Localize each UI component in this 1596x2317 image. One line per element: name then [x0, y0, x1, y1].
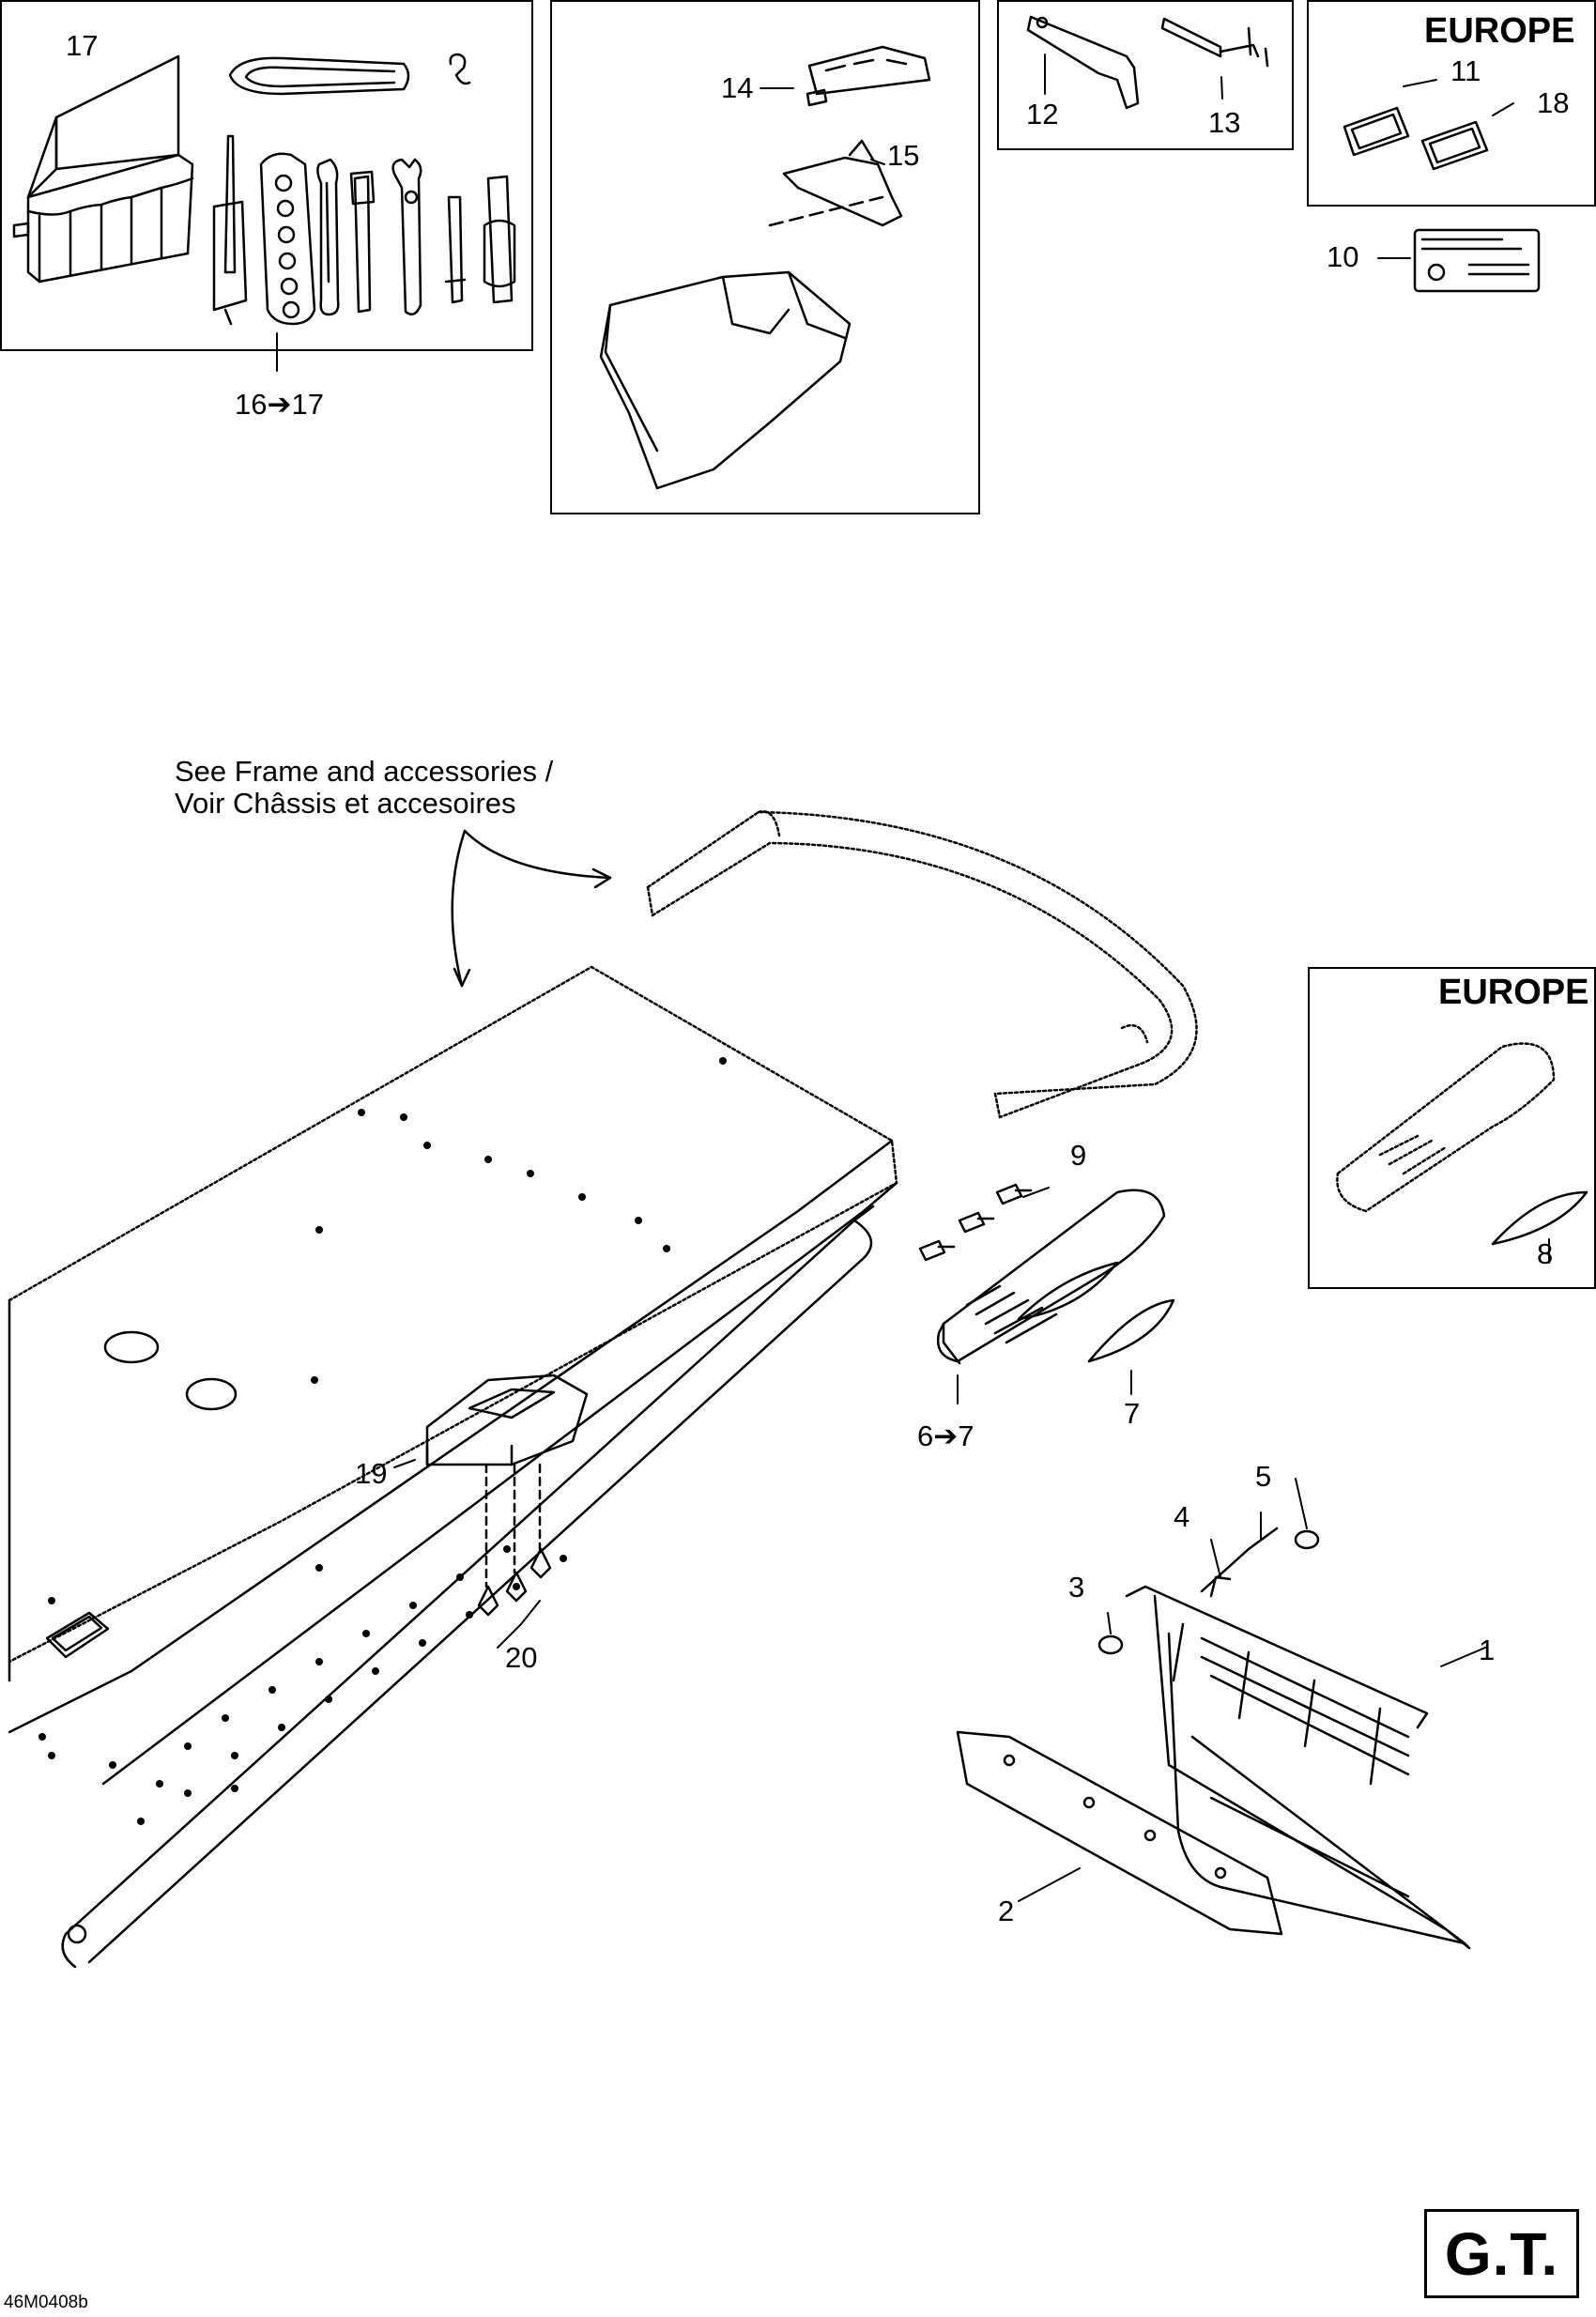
europe-end-cap-panel: [1308, 967, 1596, 1289]
callout-2: 2: [998, 1895, 1015, 1927]
rear-flap-bracket-drawing: [1125, 1585, 1429, 1786]
callout-20: 20: [505, 1641, 538, 1674]
europe-end-cap-drawing: [1336, 1042, 1556, 1213]
toolbox-panel: [550, 0, 980, 514]
callout-16-to-17: 16➔17: [235, 388, 324, 421]
grab-handle-drawing: [646, 810, 1198, 1119]
callout-4: 4: [1174, 1500, 1190, 1533]
reference-note-line2: Voir Châssis et accesoires: [175, 787, 516, 820]
end-cap-drawing: [936, 1189, 1166, 1365]
callout-11: 11: [1450, 54, 1481, 87]
reference-arrows: [451, 829, 612, 988]
callout-7: 7: [1124, 1397, 1141, 1430]
toolbox-tray-drawing: [599, 45, 931, 490]
reference-note-line1: See Frame and accessories /: [175, 755, 554, 788]
region-title-europe-top: EUROPE: [1424, 11, 1575, 51]
callout-5: 5: [1255, 1460, 1272, 1493]
lens-drawing: [1087, 1298, 1175, 1363]
callout-13: 13: [1208, 106, 1241, 139]
callout-10: 10: [1327, 240, 1359, 273]
tool-pouch-drawing: [12, 54, 194, 284]
mud-flap-drawing: [1153, 1594, 1471, 1950]
callout-14: 14: [721, 71, 754, 104]
europe-lens-drawing: [1491, 1190, 1588, 1246]
screws-drawing: [918, 1183, 1033, 1262]
callout-3: 3: [1068, 1571, 1085, 1603]
frame-tunnel-drawing: [8, 965, 898, 1969]
leader-lines: [276, 54, 1550, 1902]
model-badge: G.T.: [1424, 2209, 1579, 2298]
callout-18: 18: [1537, 86, 1570, 119]
callout-15: 15: [887, 139, 920, 172]
bracket-drawing: [1026, 15, 1269, 110]
reference-note: See Frame and accessories / Voir Châssis…: [175, 756, 553, 820]
callout-6-to-7: 6➔7: [917, 1419, 974, 1452]
callout-8: 8: [1537, 1237, 1554, 1270]
mounting-screws-drawing: [477, 1463, 552, 1617]
stiffener-plate-drawing: [956, 1730, 1283, 1936]
footrest-pad-drawing: [425, 1373, 589, 1466]
tool-set-drawing: [212, 53, 516, 326]
callout-1: 1: [1479, 1634, 1496, 1666]
europe-decals-panel: [1307, 0, 1596, 207]
callout-9: 9: [1070, 1139, 1087, 1172]
rivet-washer-drawing: [1097, 1527, 1320, 1655]
europe-decal-drawing: [1343, 106, 1541, 293]
callout-19: 19: [355, 1457, 388, 1490]
callout-12: 12: [1026, 98, 1059, 130]
region-title-europe-mid: EUROPE: [1438, 973, 1589, 1012]
drawing-code: 46M0408b: [4, 2293, 88, 2312]
callout-17-kit: 17: [66, 29, 99, 62]
